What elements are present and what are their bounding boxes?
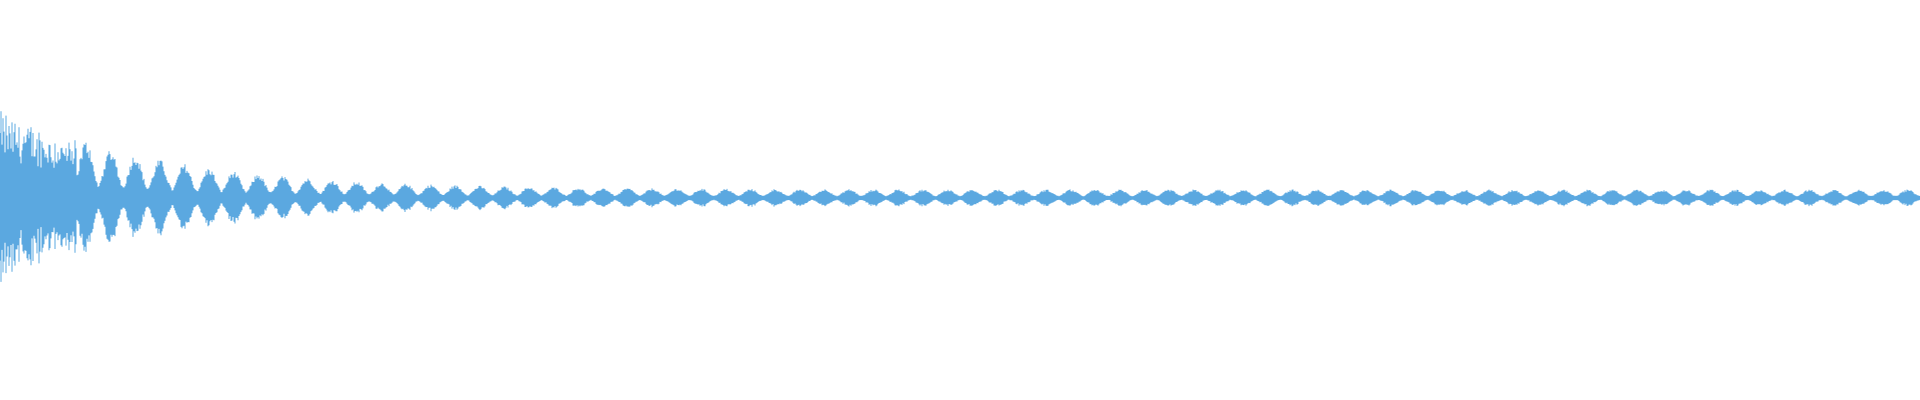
waveform-trace <box>0 111 1920 282</box>
